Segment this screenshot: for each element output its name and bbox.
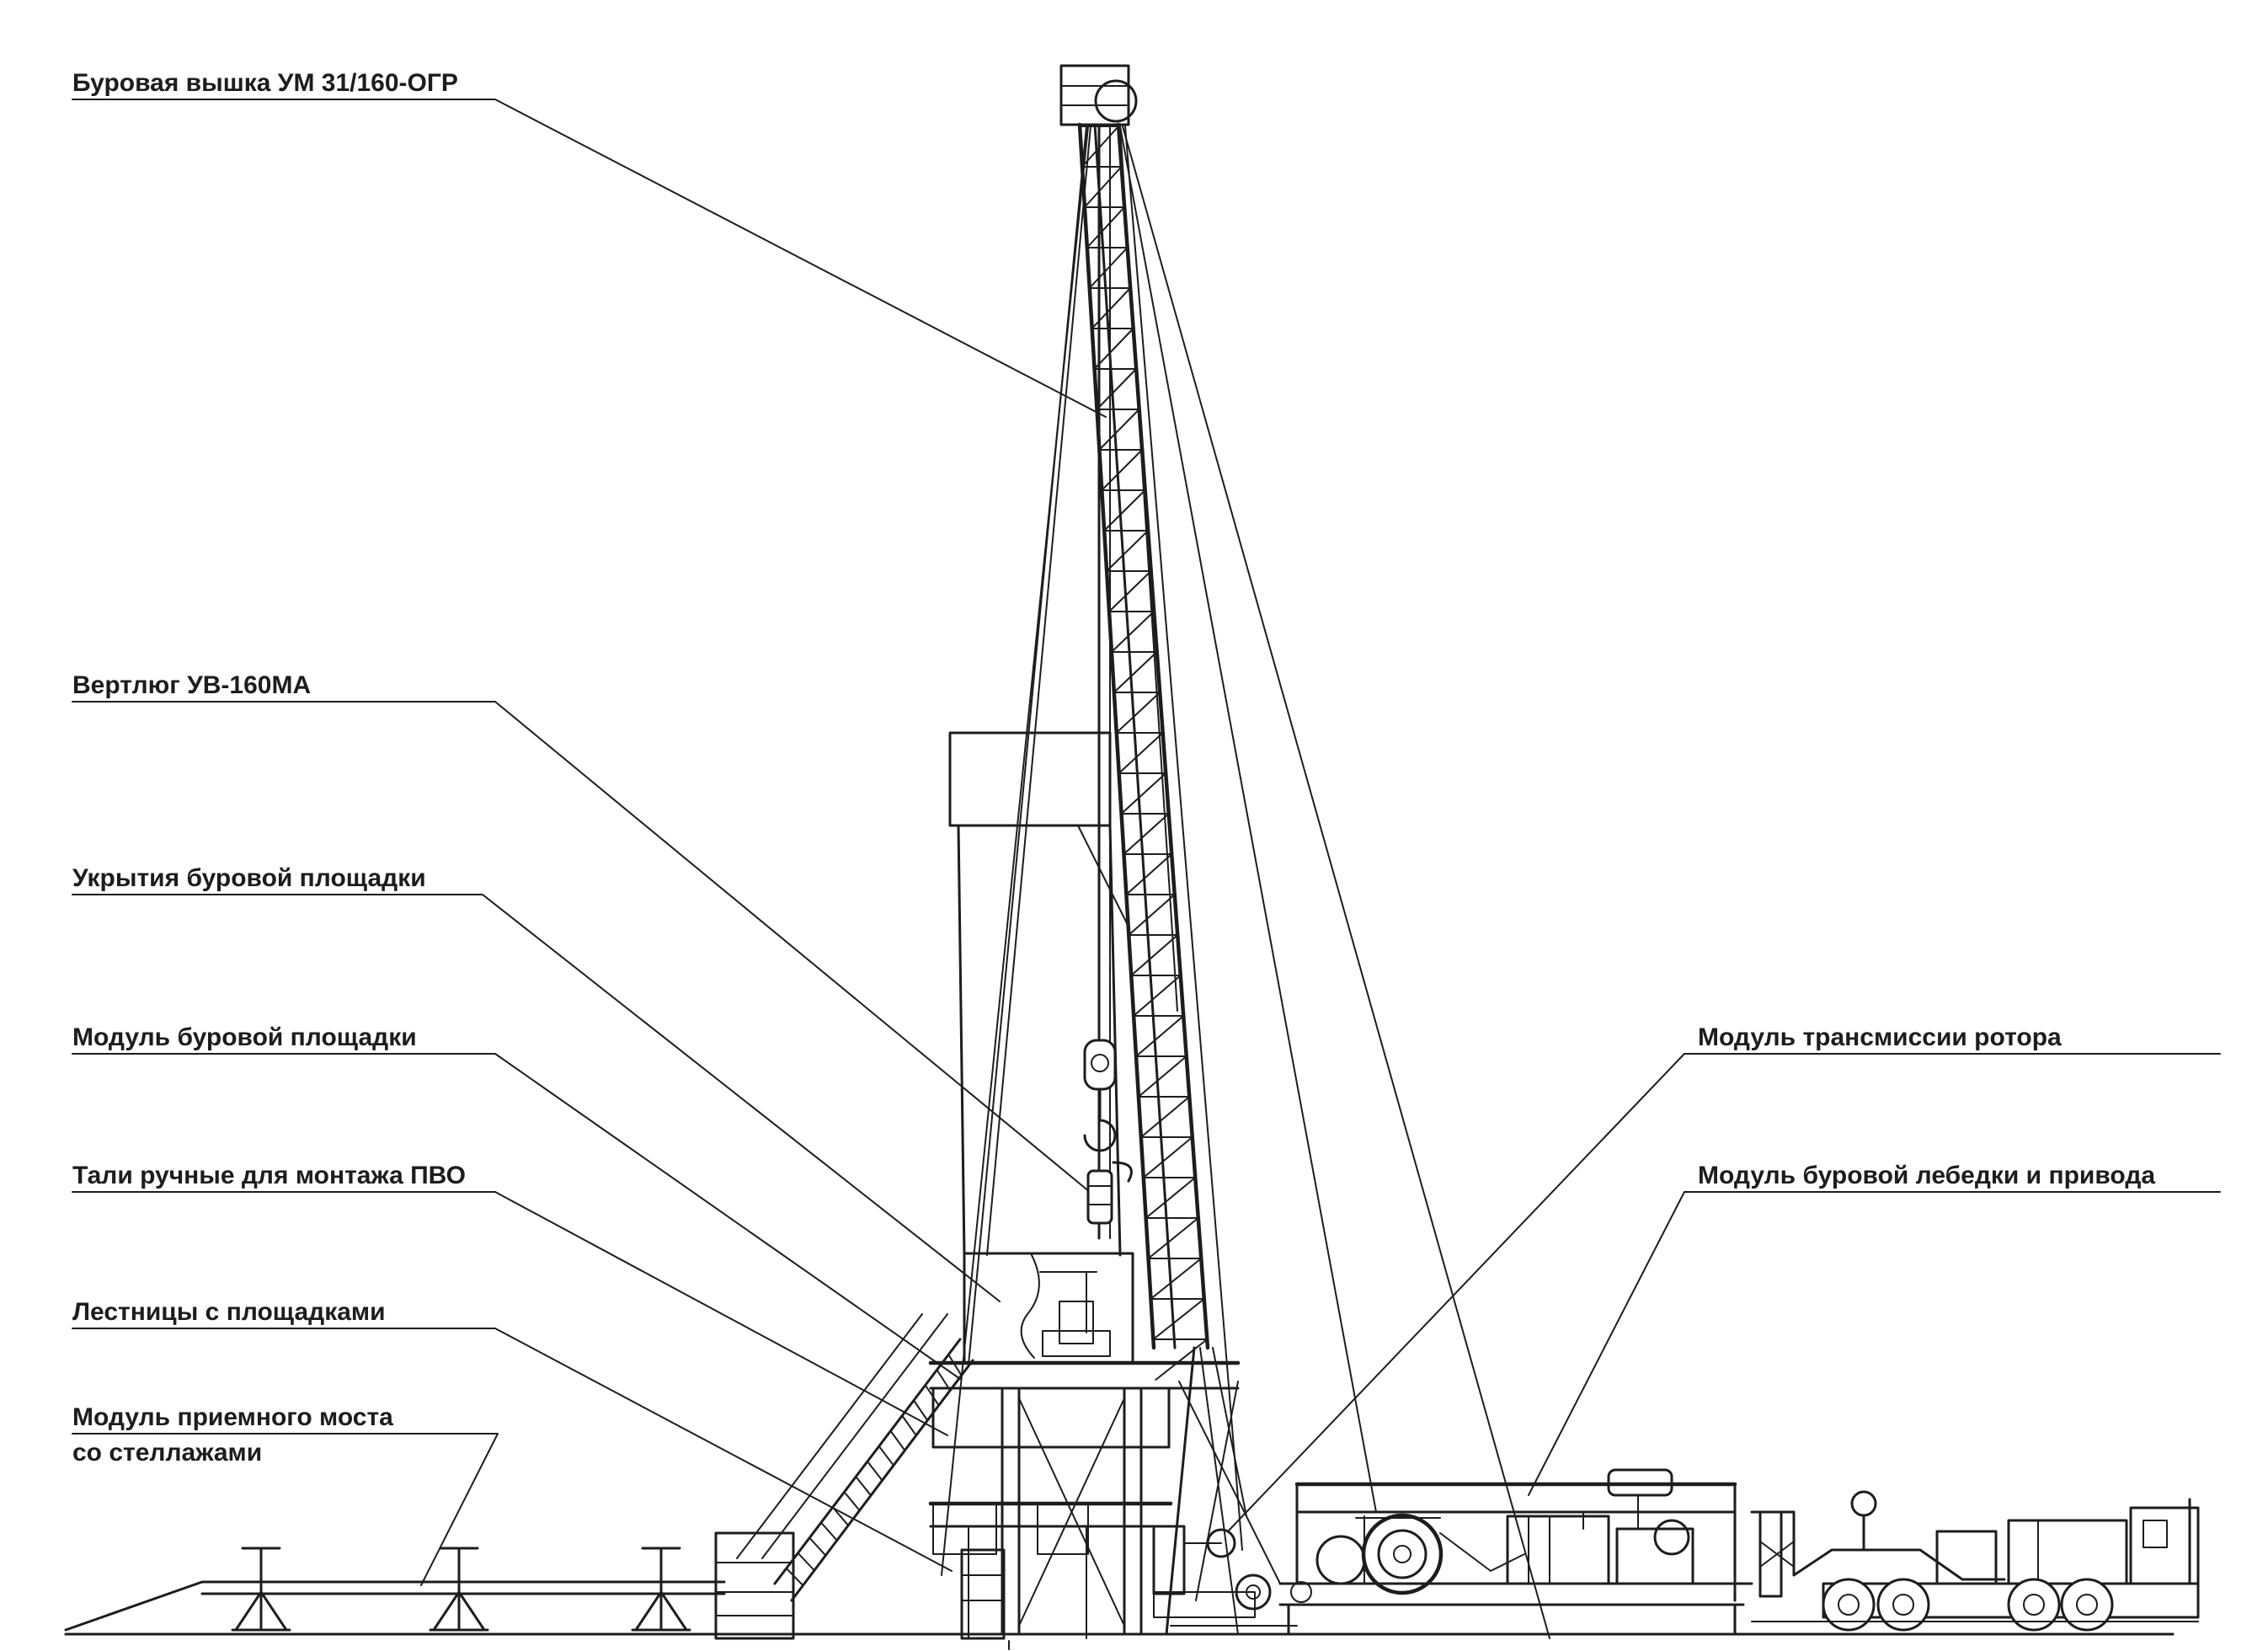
label-derrick: Буровая вышка УМ 31/160-ОГР [72,69,458,97]
traveling-block [1083,1039,1117,1091]
catwalk-with-pipe-racks [64,1547,726,1632]
crown-sheave [1094,79,1138,123]
ground [64,1632,2175,1650]
leader-derrick [72,99,1107,418]
leader-stairs [72,1328,953,1572]
drawworks-drum [1361,1513,1444,1595]
rotary-transmission-module [1152,1525,1312,1627]
label-catwalk-line1: Модуль приемного моста [72,1403,393,1431]
drilling-floor-module [928,1346,1281,1639]
stairs-with-landings [714,1313,1006,1640]
label-catwalk-line2: со стеллажами [72,1439,262,1467]
swivel [1086,1169,1113,1225]
drawworks-and-drive-module [1278,1468,1753,1636]
leader-lines [72,99,2221,1586]
callout-labels: Буровая вышка УМ 31/160-ОГР Вертлюг УВ-1… [72,69,2155,1467]
leader-rotary-transmission [1227,1053,2221,1532]
label-shelter: Укрытия буровой площадки [72,864,426,892]
derrick-mast [1059,64,1210,1381]
guy-wires [941,126,1550,1639]
leader-shelter [72,894,1001,1302]
label-rotary-transmission: Модуль трансмиссии ротора [1698,1023,2062,1051]
rotary-table [1059,1301,1094,1344]
label-floor-module: Модуль буровой площадки [72,1023,417,1051]
label-drawworks: Модуль буровой лебедки и привода [1698,1162,2155,1189]
hook [1083,1087,1117,1152]
label-hoist: Тали ручные для монтажа ПВО [72,1162,466,1189]
leader-drawworks [1528,1191,2221,1496]
transport-truck [1750,1490,2200,1632]
leader-catwalk [72,1433,499,1586]
leader-floor-module [72,1053,961,1380]
leader-swivel [72,701,1096,1197]
label-stairs: Лестницы с площадками [72,1298,386,1326]
crown-block [1059,64,1130,126]
label-swivel: Вертлюг УВ-160МА [72,671,311,699]
leader-hoist [72,1191,948,1436]
